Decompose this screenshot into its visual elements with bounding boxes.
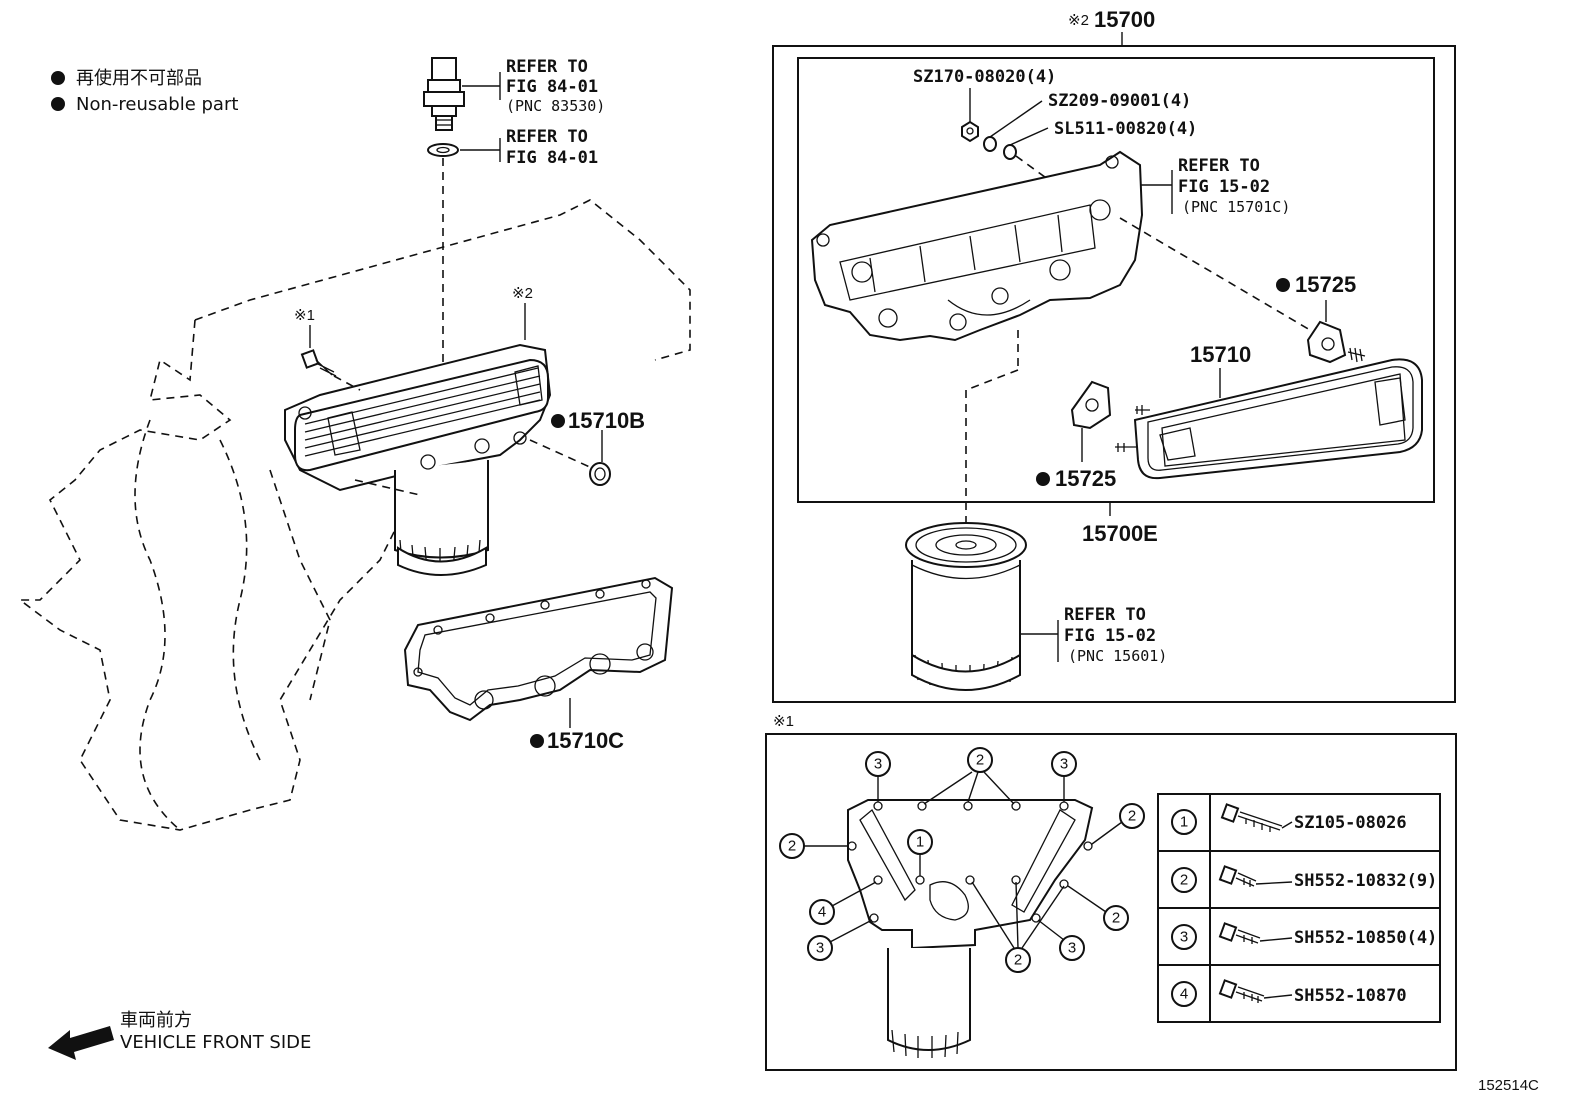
bolt-ref-1: SZ170-08020(4) [913, 67, 1056, 87]
detail-box [765, 733, 1457, 1071]
mark1-label: ※1 [294, 307, 315, 324]
part-15710B: 15710B [568, 408, 645, 433]
assembly-title: 15700 [1094, 7, 1155, 32]
flange-bolt-icon [1218, 922, 1261, 944]
callout-circles: 3 2 3 2 2 1 4 [779, 747, 1145, 973]
non-reusable-dot-icon [1036, 472, 1050, 486]
assembly-mark: ※2 [1068, 12, 1089, 29]
assembly-outer-box [772, 45, 1456, 703]
filter-ref-line1: REFER TO [1064, 605, 1146, 625]
detail-bolt-layout: ※1 3 [765, 713, 1457, 1071]
callout-text: 2 [1128, 808, 1136, 825]
arrow-left-icon [48, 1026, 114, 1060]
table-row-num: 4 [1180, 986, 1188, 1003]
table-part-3: SH552-10850(4) [1294, 928, 1437, 948]
part-15725-top: 15725 [1295, 272, 1356, 297]
sensor-ref-line2: FIG 84-01 [506, 77, 598, 97]
mark2-label: ※2 [512, 285, 533, 302]
callout-text: 1 [916, 834, 924, 851]
legend-jp: 再使用不可部品 [76, 68, 202, 89]
gasket-15725-top [1306, 320, 1347, 364]
callout-text: 2 [1112, 910, 1120, 927]
housing-ref-line1: REFER TO [1178, 156, 1260, 176]
table-part-4: SH552-10870 [1294, 986, 1407, 1006]
sensor-connector [431, 57, 457, 81]
callout-text: 3 [1068, 940, 1076, 957]
callout-text: 2 [788, 838, 796, 855]
flange-bolt-icon [1218, 979, 1265, 1003]
callout-2 [779, 833, 805, 859]
part-15700E: 15700E [1082, 521, 1158, 546]
callout-3 [865, 751, 891, 777]
washer-icon [1003, 144, 1017, 160]
callout-2 [1005, 947, 1031, 973]
sensor-ref-line1: REFER TO [506, 57, 588, 77]
bolt-mark1 [300, 349, 337, 377]
bolt-ref-3: SL511-00820(4) [1054, 119, 1197, 139]
washer-ref-line2: FIG 84-01 [506, 148, 598, 168]
flange-bolt-icon [1218, 865, 1257, 887]
table-row-num: 3 [1180, 929, 1188, 946]
non-reusable-dot-icon [551, 414, 565, 428]
detail-mark: ※1 [773, 713, 794, 730]
nut-icon [961, 120, 979, 143]
sensor-washer [427, 143, 459, 157]
assembly-inner-box [797, 57, 1435, 503]
callout-2 [967, 747, 993, 773]
legend: 再使用不可部品 Non-reusable part [51, 68, 238, 115]
legend-en: Non-reusable part [76, 94, 238, 115]
callout-3 [807, 935, 833, 961]
table-part-1: SZ105-08026 [1294, 813, 1407, 833]
part-15725-bottom: 15725 [1055, 466, 1116, 491]
table-row-num: 2 [1180, 872, 1188, 889]
filter-ref-line3: (PNC 15601) [1068, 647, 1167, 665]
non-reusable-dot-icon [530, 734, 544, 748]
part-15710: 15710 [1190, 342, 1251, 367]
gasket-15725-bottom [1070, 380, 1112, 430]
callout-text: 4 [818, 904, 826, 921]
part-15710C: 15710C [547, 728, 624, 753]
direction-en: VEHICLE FRONT SIDE [120, 1032, 311, 1053]
washer-ref-line1: REFER TO [506, 127, 588, 147]
assembly-15700: ※2 15700 SZ170-08020(4) SZ209-09001(4) S… [772, 7, 1456, 703]
table-part-2: SH552-10832(9) [1294, 871, 1437, 891]
callout-2 [1103, 905, 1129, 931]
figure-id: 152514C [1478, 1077, 1539, 1094]
housing-ref-line3: (PNC 15701C) [1182, 198, 1290, 216]
callout-2 [1119, 803, 1145, 829]
callout-text: 3 [1060, 756, 1068, 773]
callout-text: 3 [874, 756, 882, 773]
oil-cooler-assembly [284, 343, 552, 576]
gasket-15710C [403, 576, 674, 722]
vehicle-front-arrow: 車両前方 VEHICLE FRONT SIDE [48, 1010, 311, 1060]
callout-3 [1051, 751, 1077, 777]
oil-filter [905, 522, 1027, 691]
cooler-15710 [1133, 358, 1423, 480]
callout-text: 3 [816, 940, 824, 957]
direction-jp: 車両前方 [120, 1010, 192, 1031]
callout-3 [1059, 935, 1085, 961]
table-row-num: 1 [1180, 814, 1188, 831]
non-reusable-dot-icon [51, 71, 65, 85]
bolt-table: 1 SZ105-08026 2 SH552-10832(9) 3 [1157, 793, 1441, 1023]
sensor-ref-line3: (PNC 83530) [506, 97, 605, 115]
engine-outline [17, 199, 691, 831]
oil-pressure-sensor [423, 57, 465, 131]
callout-text: 2 [1014, 952, 1022, 969]
callout-4 [809, 899, 835, 925]
filter-ref-line2: FIG 15-02 [1064, 626, 1156, 646]
housing-ref-line2: FIG 15-02 [1178, 177, 1270, 197]
bolt-ref-2: SZ209-09001(4) [1048, 91, 1191, 111]
oring-15710B [589, 462, 611, 486]
non-reusable-dot-icon [51, 97, 65, 111]
washer-icon [983, 136, 997, 152]
callout-text: 2 [976, 752, 984, 769]
callout-1 [907, 829, 933, 855]
long-bolt-icon [1220, 803, 1283, 832]
non-reusable-dot-icon [1276, 278, 1290, 292]
